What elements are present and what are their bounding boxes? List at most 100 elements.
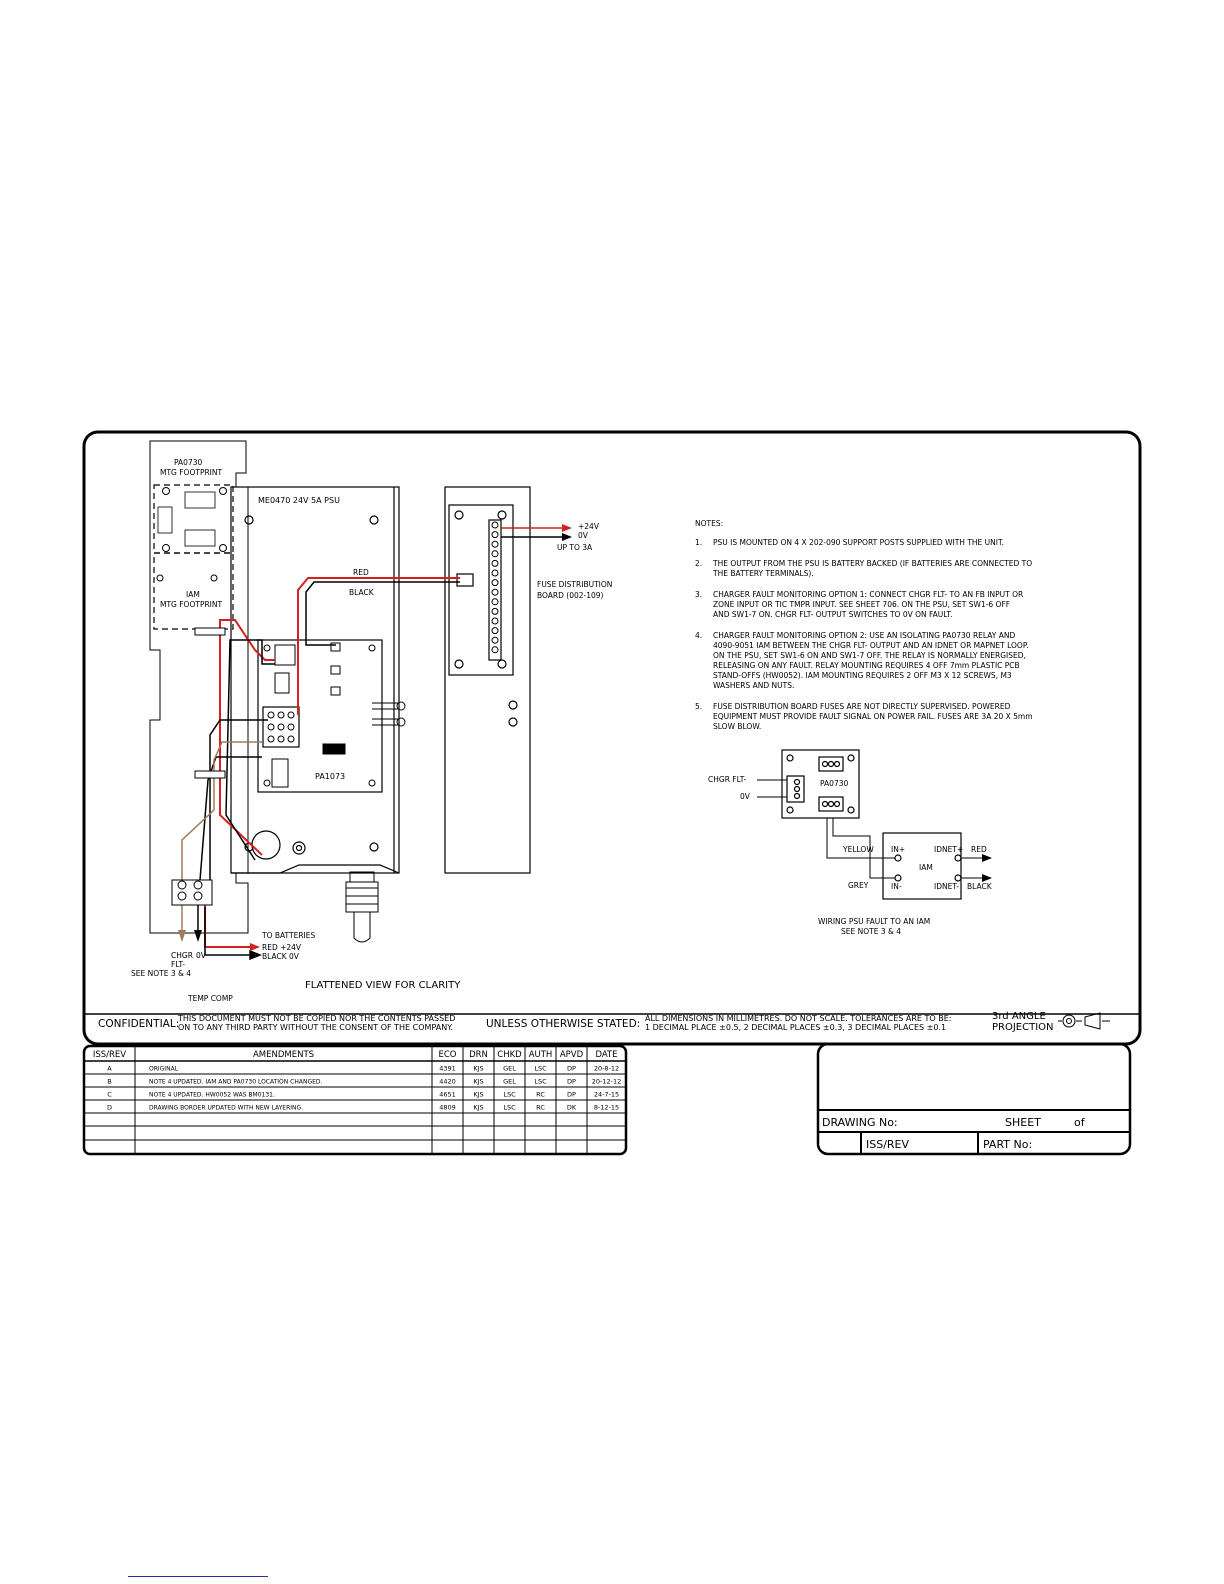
note-line: FUSE DISTRIBUTION BOARD FUSES ARE NOT DI… (713, 702, 1011, 711)
pa0730-detail (757, 749, 860, 819)
revision-cell: KJS (473, 1065, 483, 1073)
black-down-arrow (194, 930, 202, 942)
revision-cell: LSC (534, 1078, 547, 1086)
to-batteries-label: TO BATTERIES (261, 931, 315, 940)
note-line: SLOW BLOW. (713, 722, 761, 731)
revision-cell: KJS (473, 1078, 483, 1086)
revision-cell: ORIGINAL (149, 1066, 179, 1073)
note-line: 4090-9051 IAM BETWEEN THE CHGR FLT- OUTP… (713, 641, 1029, 650)
black-0v-label: BLACK 0V (262, 952, 300, 961)
revision-cell: DK (567, 1104, 577, 1112)
revision-cell: RC (536, 1091, 545, 1099)
flattened-view-label: FLATTENED VIEW FOR CLARITY (305, 980, 461, 991)
idnet-minus-arrow (982, 874, 992, 882)
note-line: CHARGER FAULT MONITORING OPTION 1: CONNE… (713, 590, 1023, 599)
red-wire (204, 577, 460, 948)
revision-cell: KJS (473, 1104, 483, 1112)
note-line: ZONE INPUT OR TIC TMPR INPUT. SEE SHEET … (713, 600, 1010, 609)
unless-label: UNLESS OTHERWISE STATED: (486, 1018, 640, 1030)
fuse-terminal (491, 540, 499, 548)
iam-mtg-label-1: IAM (186, 590, 200, 599)
revision-header-cell: AUTH (529, 1050, 553, 1060)
fuse-terminal (491, 579, 499, 587)
cable-gland (345, 871, 379, 943)
iam-footprint (153, 552, 234, 630)
psu-label: ME0470 24V 5A PSU (258, 496, 340, 505)
zero-v-label: 0V (196, 951, 207, 960)
fuse-panel (444, 486, 531, 874)
black-wire (199, 581, 460, 961)
revision-header-cell: DATE (595, 1050, 617, 1060)
revision-cell: 8-12-15 (594, 1104, 619, 1112)
title-block (816, 1042, 1132, 1156)
note-line: STAND-OFFS (HW0052). IAM MOUNTING REQUIR… (713, 671, 1012, 680)
fuse-terminal-strip (491, 521, 499, 654)
revision-cell: 4651 (439, 1091, 456, 1099)
fuse-terminal (491, 588, 499, 596)
revision-cell: 4420 (439, 1078, 456, 1086)
psu-leds (372, 701, 406, 727)
wiring-caption-1: WIRING PSU FAULT TO AN IAM (818, 917, 930, 926)
revision-cell: LSC (503, 1091, 516, 1099)
fuse-terminal (491, 521, 499, 529)
revision-header-cell: APVD (560, 1050, 584, 1060)
chgr-flt-label: CHGR FLT- (708, 775, 747, 784)
revision-cell: LSC (503, 1104, 516, 1112)
fuse-terminal (491, 627, 499, 635)
fuse-board-label-2: BOARD (002-109) (537, 591, 604, 600)
revision-header-cell: DRN (469, 1050, 488, 1060)
revision-header-cell: AMENDMENTS (253, 1050, 314, 1060)
revision-cell: KJS (473, 1091, 483, 1099)
fuse-terminal (491, 636, 499, 644)
out-24v-label: +24V (578, 522, 600, 531)
revision-header-cell: CHKD (497, 1050, 522, 1060)
pcb-pa1073 (257, 639, 383, 793)
note-number: 2. (695, 559, 702, 568)
temp-comp-label: TEMP COMP (187, 994, 233, 1003)
cable-clamps (194, 627, 226, 779)
fuse-terminal (491, 646, 499, 654)
idnet-minus-label: IDNET- (934, 882, 959, 891)
yellow-label: YELLOW (842, 845, 874, 854)
projection-symbol (1058, 1012, 1110, 1030)
out-3a-label: UP TO 3A (557, 543, 593, 552)
red-24v-label: RED +24V (262, 943, 302, 952)
idnet-red-label: RED (971, 845, 987, 854)
in-minus-label: IN- (891, 882, 902, 891)
revision-cell: 24-7-15 (594, 1091, 619, 1099)
revision-cell: DP (567, 1091, 576, 1099)
note-line: WASHERS AND NUTS. (713, 681, 794, 690)
idnet-black-label: BLACK (967, 882, 993, 891)
revision-header-cell: ISS/REV (93, 1050, 126, 1060)
wiring-0v-label: 0V (740, 792, 751, 801)
psu-enclosure (230, 486, 400, 874)
note-line: EQUIPMENT MUST PROVIDE FAULT SIGNAL ON P… (713, 712, 1033, 721)
pa0730-footprint (153, 484, 234, 554)
revision-cell: 4809 (439, 1104, 456, 1112)
revision-cell: GEL (503, 1065, 516, 1073)
fuse-terminal (491, 598, 499, 606)
pa0730-mtg-label-1: PA0730 (174, 458, 202, 467)
drawing-border (82, 430, 1142, 1046)
revision-cell: 20-8-12 (594, 1065, 619, 1073)
notes-list: 1.PSU IS MOUNTED ON 4 X 202-090 SUPPORT … (695, 538, 1033, 731)
idnet-plus-arrow (982, 854, 992, 862)
confidential-label: CONFIDENTIAL: (98, 1018, 179, 1030)
fuse-terminal (491, 559, 499, 567)
brown-wire (181, 741, 262, 930)
revision-cell: LSC (534, 1065, 547, 1073)
revision-cell: DP (567, 1078, 576, 1086)
projection-label-1: 3rd ANGLE (992, 1011, 1046, 1022)
note-number: 5. (695, 702, 702, 711)
revision-cell: DP (567, 1065, 576, 1073)
iss-rev-label: ISS/REV (866, 1138, 910, 1151)
pa0730-mtg-label-2: MTG FOOTPRINT (160, 468, 223, 477)
note-line: AND SW1-7 ON. CHGR FLT- OUTPUT SWITCHES … (713, 610, 952, 619)
fuse-terminal (491, 617, 499, 625)
pa0730-label: PA0730 (820, 779, 848, 788)
out-0v-label: 0V (578, 531, 589, 540)
see-note-label: SEE NOTE 3 & 4 (131, 969, 191, 978)
revision-cell: D (107, 1104, 112, 1112)
revision-cell: RC (536, 1104, 545, 1112)
fuse-terminal (491, 550, 499, 558)
